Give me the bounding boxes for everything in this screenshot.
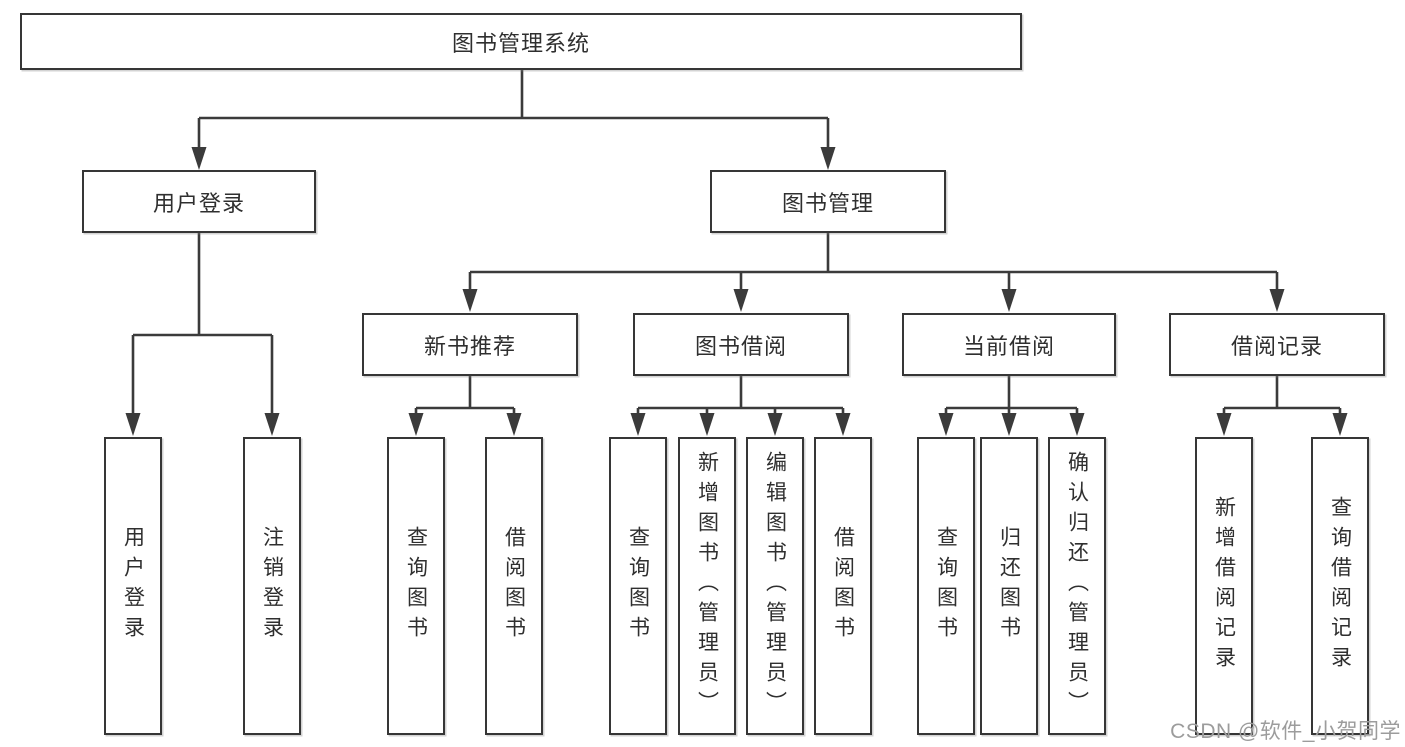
connector-book-borrow-to-children xyxy=(636,376,845,415)
node-label: 用户登录 xyxy=(121,526,145,646)
connector-borrow-records-to-children xyxy=(1222,376,1342,415)
node-label: 用户登录 xyxy=(152,190,245,216)
node-root-system: 图书管理系统 xyxy=(20,13,1022,70)
leaf-borrow-books-1: 借阅图书 xyxy=(485,437,543,735)
node-book-borrow: 图书借阅 xyxy=(633,313,849,376)
node-label: 图书借阅 xyxy=(694,333,787,359)
node-new-book-recommend: 新书推荐 xyxy=(362,313,578,376)
node-label: 查询借阅记录 xyxy=(1328,496,1352,676)
leaf-user-login: 用户登录 xyxy=(104,437,162,735)
node-label: 查询图书 xyxy=(934,526,958,646)
node-user-login: 用户登录 xyxy=(82,170,316,233)
node-label: 查询图书 xyxy=(626,526,650,646)
arrow-down-icon xyxy=(938,413,954,436)
node-label: 借阅图书 xyxy=(502,526,526,646)
connector-new-books-to-children xyxy=(414,376,516,415)
arrow-down-icon xyxy=(1216,413,1232,436)
connector-root-to-level2 xyxy=(197,70,830,147)
connector-current-borrow-to-children xyxy=(944,376,1079,415)
leaf-query-books-2: 查询图书 xyxy=(609,437,667,735)
node-label: 注销登录 xyxy=(260,526,284,646)
arrow-down-icon xyxy=(1069,413,1085,436)
node-label: 查询图书 xyxy=(404,526,428,646)
node-label: 新增借阅记录 xyxy=(1212,496,1236,676)
watermark: CSDN @软件_小贺同学 xyxy=(1170,720,1401,743)
arrow-down-icon xyxy=(462,289,478,312)
arrow-down-icon xyxy=(506,413,522,436)
arrow-down-icon xyxy=(1001,289,1017,312)
node-label: 借阅记录 xyxy=(1230,333,1323,359)
connector-login-to-children xyxy=(131,233,274,414)
arrow-down-icon xyxy=(1001,413,1017,436)
leaf-query-books-3: 查询图书 xyxy=(917,437,975,735)
node-book-management: 图书管理 xyxy=(710,170,946,233)
arrow-down-icon xyxy=(699,413,715,436)
arrow-down-icon xyxy=(264,413,280,436)
arrow-down-icon xyxy=(408,413,424,436)
arrow-down-icon xyxy=(835,413,851,436)
arrow-down-icon xyxy=(1332,413,1348,436)
arrow-down-icon xyxy=(191,147,207,170)
node-label: 新书推荐 xyxy=(423,333,516,359)
arrow-down-icon xyxy=(125,413,141,436)
leaf-confirm-return-admin: 确认归还（管理员） xyxy=(1048,437,1106,735)
node-label: 图书管理 xyxy=(781,190,874,216)
arrow-down-icon xyxy=(820,147,836,170)
node-current-borrow: 当前借阅 xyxy=(902,313,1116,376)
leaf-edit-books-admin: 编辑图书（管理员） xyxy=(746,437,804,735)
arrow-down-icon xyxy=(630,413,646,436)
node-label: 编辑图书（管理员） xyxy=(763,451,787,721)
node-label: 借阅图书 xyxy=(831,526,855,646)
node-label: 图书管理系统 xyxy=(451,30,590,56)
leaf-add-borrow-record: 新增借阅记录 xyxy=(1195,437,1253,735)
leaf-add-books-admin: 新增图书（管理员） xyxy=(678,437,736,735)
node-label: 新增图书（管理员） xyxy=(695,451,719,721)
node-borrow-records: 借阅记录 xyxy=(1169,313,1385,376)
leaf-return-books: 归还图书 xyxy=(980,437,1038,735)
leaf-query-borrow-record: 查询借阅记录 xyxy=(1311,437,1369,735)
arrow-down-icon xyxy=(1269,289,1285,312)
node-label: 确认归还（管理员） xyxy=(1065,451,1089,721)
leaf-logout: 注销登录 xyxy=(243,437,301,735)
leaf-query-books-1: 查询图书 xyxy=(387,437,445,735)
node-label: 归还图书 xyxy=(997,526,1021,646)
leaf-borrow-books-2: 借阅图书 xyxy=(814,437,872,735)
arrow-down-icon xyxy=(767,413,783,436)
node-label: 当前借阅 xyxy=(962,333,1055,359)
arrow-down-icon xyxy=(733,289,749,312)
connector-management-to-level3 xyxy=(468,233,1279,290)
